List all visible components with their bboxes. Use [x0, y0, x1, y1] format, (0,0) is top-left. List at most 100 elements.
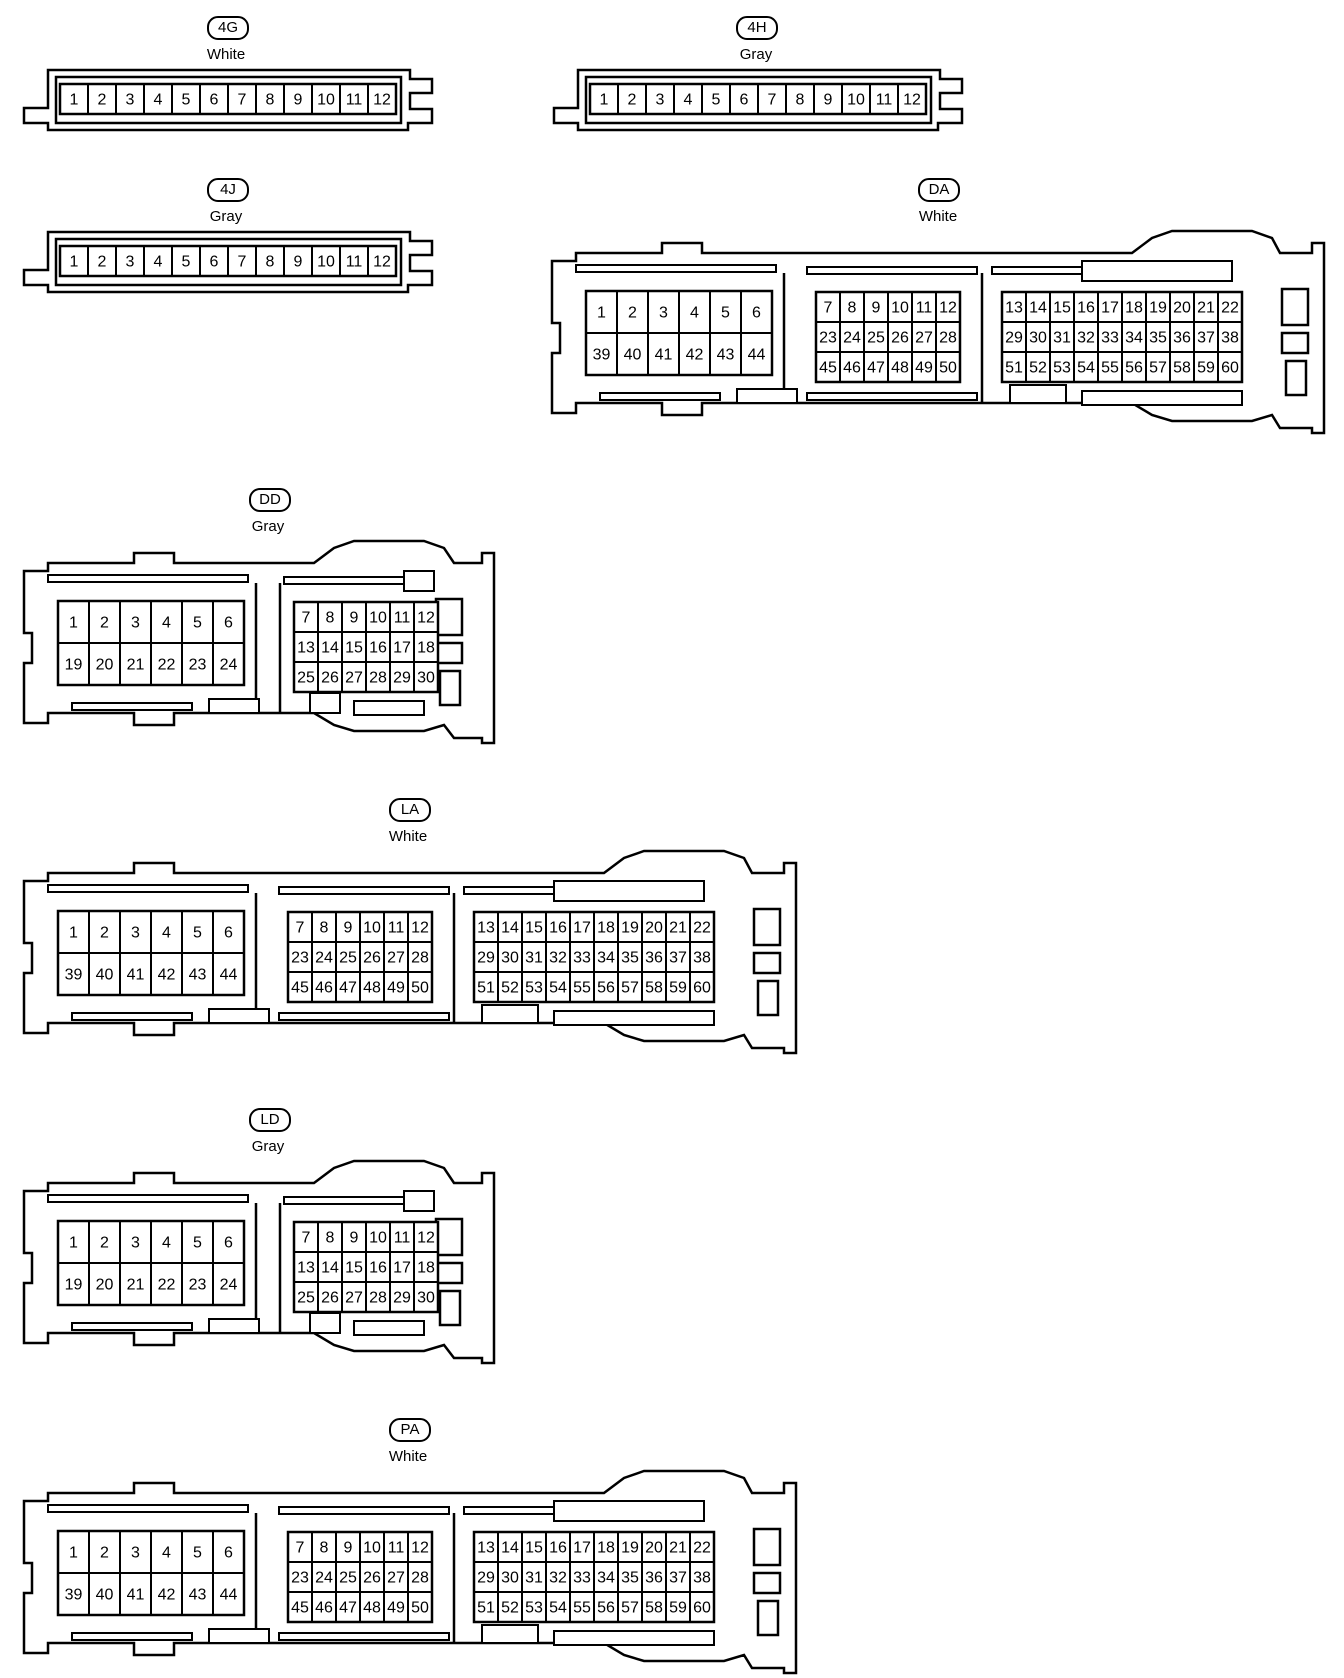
pin-cell [212, 1572, 245, 1616]
pin-label: 12 [411, 1540, 429, 1557]
pin-label: 10 [317, 92, 335, 109]
pin-block-frame [588, 82, 928, 116]
pin-label: 24 [220, 657, 238, 674]
pin-block-frame [56, 1219, 246, 1307]
pin-label: 22 [1221, 300, 1239, 317]
pin-cell [181, 1262, 214, 1306]
pin-label: 9 [294, 92, 303, 109]
pin-label: 44 [220, 967, 238, 984]
pin-cell [1145, 291, 1171, 323]
pin-label: 36 [1173, 330, 1191, 347]
latch-slot [1280, 331, 1310, 355]
pin-label: 40 [96, 967, 114, 984]
pin-label: 9 [294, 254, 303, 271]
pin-label: 59 [1197, 360, 1215, 377]
pin-label: 13 [477, 920, 495, 937]
pin-block-frame [472, 1530, 716, 1624]
pin-label: 3 [131, 615, 140, 632]
pin-label: 19 [1149, 300, 1167, 317]
pin-label: 58 [645, 1600, 663, 1617]
pin-label: 32 [549, 950, 567, 967]
pin-label: 17 [1101, 300, 1119, 317]
pin-label: 8 [796, 92, 805, 109]
pin-label: 27 [915, 330, 933, 347]
pin-label: 39 [65, 1587, 83, 1604]
pin-label: 54 [549, 1600, 567, 1617]
pin-label: 16 [369, 1260, 387, 1277]
guide-bar [47, 884, 249, 893]
pin-label: 28 [411, 1570, 429, 1587]
connector-badge: PA [389, 1418, 431, 1442]
pin-label: 3 [131, 1235, 140, 1252]
pin-label: 26 [891, 330, 909, 347]
pin-label: 28 [369, 1290, 387, 1307]
pin-label: 15 [345, 1260, 363, 1277]
pin-label: 35 [621, 1570, 639, 1587]
guide-bar [1081, 390, 1243, 406]
pin-cell [641, 1561, 667, 1593]
pin-label: 3 [659, 305, 668, 322]
pin-label: 7 [302, 610, 311, 627]
pin-label: 56 [597, 1600, 615, 1617]
pin-label: 25 [867, 330, 885, 347]
pin-label: 53 [525, 1600, 543, 1617]
pin-label: 6 [210, 254, 219, 271]
pin-label: 18 [417, 640, 435, 657]
pin-label: 29 [393, 1290, 411, 1307]
pin-label: 16 [549, 1540, 567, 1557]
pin-cell [365, 661, 391, 693]
pin-label: 9 [350, 1230, 359, 1247]
pin-label: 21 [127, 1277, 145, 1294]
pin-label: 17 [393, 1260, 411, 1277]
pin-block-frame [1000, 290, 1244, 384]
pin-label: 8 [266, 254, 275, 271]
connector-color-label: White [918, 208, 958, 225]
pin-label: 35 [621, 950, 639, 967]
pin-label: 26 [321, 1290, 339, 1307]
pin-label: 21 [127, 657, 145, 674]
pin-cell [150, 1262, 183, 1306]
pin-cell [473, 941, 499, 973]
guide-bar [71, 1632, 193, 1641]
pin-label: 19 [621, 1540, 639, 1557]
pin-cell [365, 601, 391, 633]
pin-block-frame [286, 910, 434, 1004]
pin-cell [647, 332, 680, 376]
pin-label: 60 [693, 1600, 711, 1617]
pin-label: 55 [573, 980, 591, 997]
pin-label: 45 [291, 980, 309, 997]
pin-label: 25 [339, 950, 357, 967]
pin-label: 33 [1101, 330, 1119, 347]
pin-label: 37 [669, 950, 687, 967]
pin-cell [585, 290, 618, 334]
pin-label: 13 [1005, 300, 1023, 317]
guide-bar [71, 1012, 193, 1021]
pin-cell [545, 941, 571, 973]
pin-label: 7 [296, 920, 305, 937]
pin-cell [341, 601, 367, 633]
pin-label: 42 [158, 967, 176, 984]
pin-label: 4 [690, 305, 699, 322]
pin-label: 13 [297, 640, 315, 657]
guide-bar [463, 1506, 555, 1515]
pin-label: 56 [1125, 360, 1143, 377]
pin-label: 4 [162, 1545, 171, 1562]
pin-label: 2 [100, 925, 109, 942]
pin-cell [359, 1531, 385, 1563]
connector-color-label: Gray [209, 208, 243, 225]
pin-label: 53 [525, 980, 543, 997]
pin-label: 57 [621, 980, 639, 997]
pin-label: 41 [127, 1587, 145, 1604]
pin-label: 12 [903, 92, 921, 109]
pin-label: 12 [417, 610, 435, 627]
pin-label: 41 [127, 967, 145, 984]
pin-label: 6 [752, 305, 761, 322]
pin-cell [119, 1572, 152, 1616]
pin-label: 31 [525, 1570, 543, 1587]
pin-cell [678, 332, 711, 376]
pin-label: 10 [891, 300, 909, 317]
pin-label: 3 [131, 925, 140, 942]
latch-slot [756, 1599, 780, 1637]
